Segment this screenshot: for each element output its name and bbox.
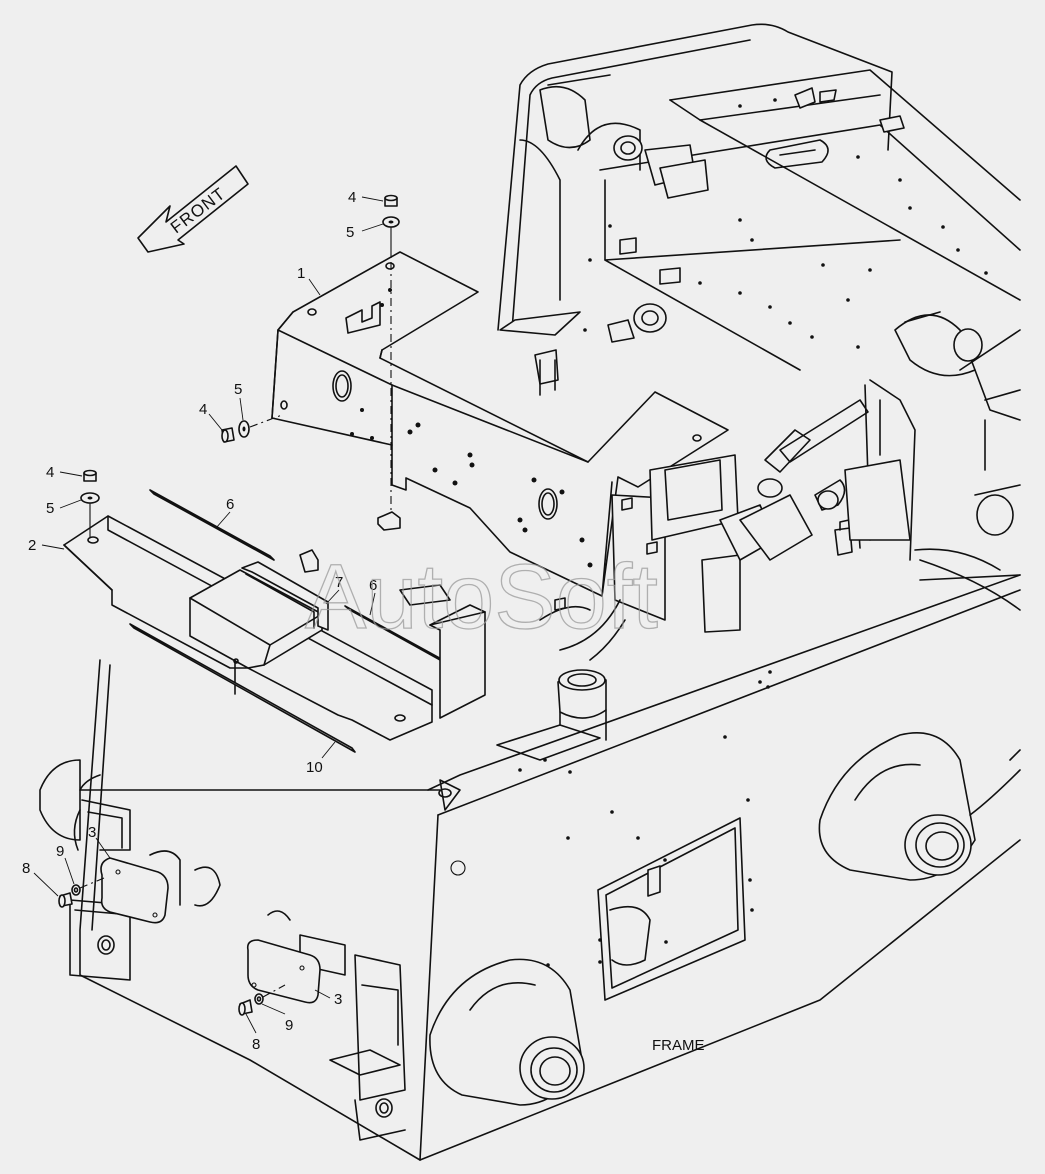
- callouts: 1 2 3 3 4 4 4 5 5 5 6 6 7 8 8 9 9: [22, 189, 384, 1053]
- callout-9-left: 9: [56, 843, 64, 860]
- callout-6-lower: 6: [369, 577, 377, 594]
- callout-3-left: 3: [88, 824, 96, 841]
- front-axle-hub: [429, 958, 585, 1106]
- front-direction-arrow: FRONT: [137, 165, 249, 253]
- frame-mounting-holes: [583, 98, 988, 349]
- callout-8-right: 8: [252, 1036, 260, 1053]
- rear-upright-frame: [497, 23, 1021, 611]
- watermark: AutoSoft: [305, 546, 658, 648]
- callout-5-top: 5: [346, 224, 354, 241]
- part-1-upper-cover: [271, 251, 729, 597]
- part-3-cover-left: [100, 857, 169, 924]
- callout-5-tray: 5: [46, 500, 54, 517]
- callout-4-tray: 4: [46, 464, 54, 481]
- callout-2: 2: [28, 537, 36, 554]
- callout-7: 7: [335, 574, 343, 591]
- diagram-caption: FRAME: [652, 1037, 705, 1054]
- front-label: FRONT: [167, 184, 229, 237]
- rear-axle-hub: [818, 731, 976, 881]
- main-frame-body: [39, 574, 1021, 1161]
- fasteners: [58, 194, 400, 1016]
- part-2-lower-tray: [63, 515, 433, 741]
- callout-8-left: 8: [22, 860, 30, 877]
- part-3-cover-right: [246, 939, 321, 1004]
- callout-6-upper: 6: [226, 496, 234, 513]
- lower-frame-holes: [518, 670, 772, 967]
- callout-5-side: 5: [234, 381, 242, 398]
- seal-strips: [129, 489, 486, 753]
- callout-10: 10: [306, 759, 323, 776]
- callout-1: 1: [297, 265, 305, 282]
- callout-9-right: 9: [285, 1017, 293, 1034]
- callout-4-top: 4: [348, 189, 356, 206]
- callout-4-side: 4: [199, 401, 207, 418]
- callout-3-right: 3: [334, 991, 342, 1008]
- interior-components: [299, 399, 911, 761]
